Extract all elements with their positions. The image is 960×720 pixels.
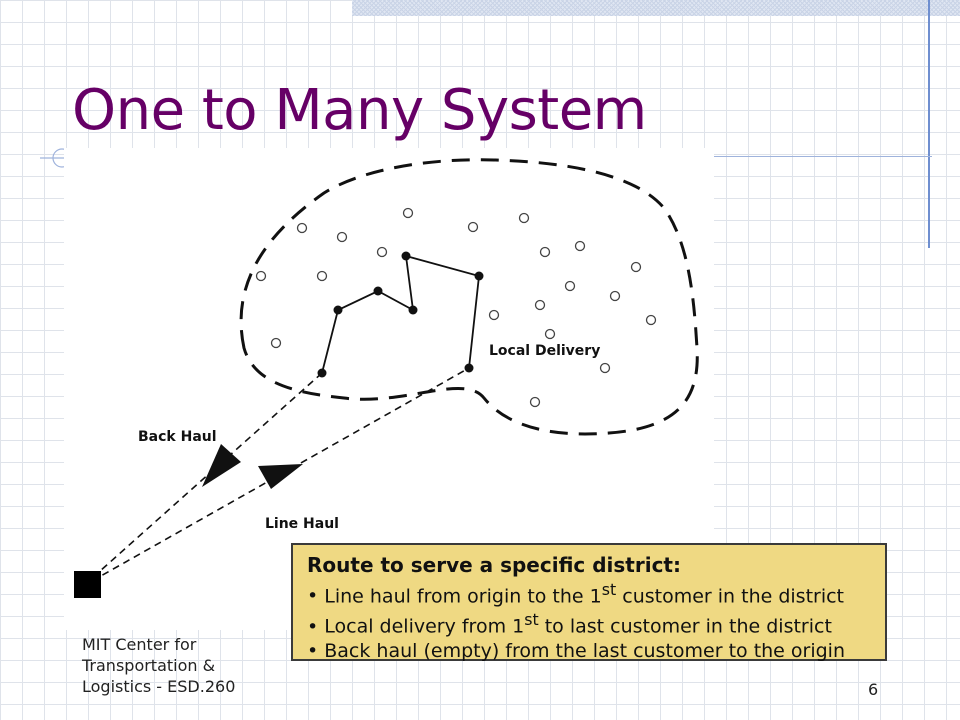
customer-marker (539, 246, 551, 258)
origin-depot (74, 571, 101, 598)
customer-marker (376, 246, 388, 258)
slide-title: One to Many System (72, 78, 647, 143)
customer-marker (336, 231, 348, 243)
customer-marker (529, 396, 541, 408)
footer-organization: MIT Center for Transportation & Logistic… (82, 634, 282, 697)
customer-marker (534, 299, 546, 311)
customer-marker (255, 270, 267, 282)
back-haul-line (89, 372, 323, 581)
route-summary-callout: Route to serve a specific district: Line… (291, 543, 887, 664)
customer-marker (574, 240, 586, 252)
route-stop (408, 305, 418, 315)
page-number: 6 (868, 680, 879, 699)
callout-item: Local delivery from 1st to last customer… (307, 608, 871, 639)
one-to-many-diagram: Local Delivery Back Haul Line Haul (74, 158, 699, 598)
back-haul-label: Back Haul (138, 429, 217, 445)
district-boundary (239, 158, 699, 436)
callout-list: Line haul from origin to the 1st custome… (307, 578, 871, 664)
footer-line: Logistics - ESD.260 (82, 677, 236, 696)
callout-item: Line haul from origin to the 1st custome… (307, 578, 871, 609)
route-stop (373, 286, 383, 296)
customer-marker (488, 309, 500, 321)
customer-marker (599, 362, 611, 374)
footer-line: MIT Center for (82, 635, 197, 654)
customer-marker (316, 270, 328, 282)
customer-marker (296, 222, 308, 234)
customer-marker (630, 261, 642, 273)
customer-marker (645, 314, 657, 326)
top-decorative-band (352, 0, 960, 16)
customer-marker (518, 212, 530, 224)
customer-marker (270, 337, 282, 349)
route-stop (474, 271, 484, 281)
route-stop (401, 251, 411, 261)
customer-marker (609, 290, 621, 302)
customer-marker (564, 280, 576, 292)
footer-line: Transportation & (82, 656, 216, 675)
customer-marker (402, 207, 414, 219)
line-haul-arrow (258, 464, 303, 489)
route-stop (333, 305, 343, 315)
line-haul-label: Line Haul (265, 516, 339, 532)
local-delivery-route (321, 254, 480, 374)
local-delivery-label: Local Delivery (489, 343, 600, 359)
callout-heading: Route to serve a specific district: (307, 553, 681, 577)
customer-markers (255, 207, 657, 408)
callout-item: Back haul (empty) from the last customer… (307, 639, 871, 664)
right-accent-rule (928, 0, 930, 248)
customer-marker (467, 221, 479, 233)
back-haul-arrow (202, 444, 241, 487)
customer-marker (544, 328, 556, 340)
